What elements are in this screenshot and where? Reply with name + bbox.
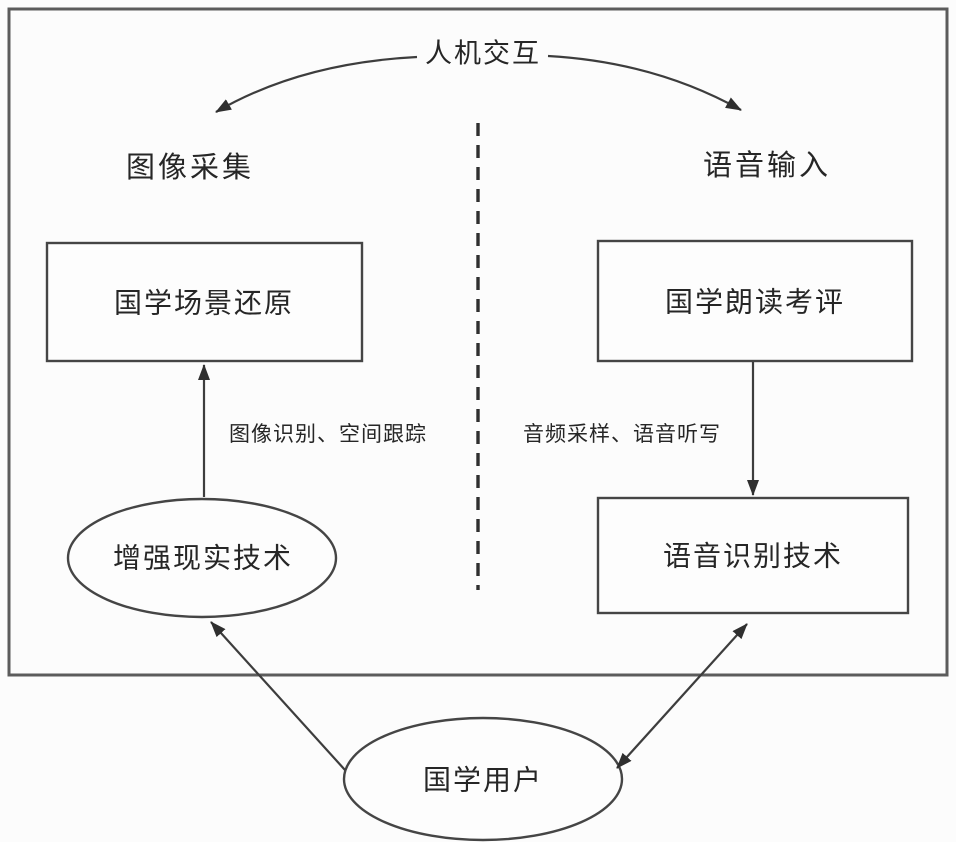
speech-recognition-box <box>596 496 910 615</box>
user-to-ar-arrow <box>210 621 346 771</box>
voice-input-label: 语音输入 <box>703 148 831 182</box>
ar-technology-ellipse <box>66 497 338 619</box>
scene-restore-box <box>45 241 364 363</box>
image-capture-label: 图像采集 <box>126 150 254 184</box>
outer-frame <box>7 7 949 677</box>
left-edge-label: 图像识别、空间跟踪 <box>229 422 427 446</box>
right-edge-label: 音频采样、语音听写 <box>523 422 721 446</box>
scene-restore-box-label: 国学场景还原 <box>114 287 294 320</box>
reading-evaluation-box <box>596 239 914 363</box>
hci-right-arrow <box>547 54 742 111</box>
title-label: 人机交互 <box>425 39 541 70</box>
user-ellipse-label: 国学用户 <box>423 764 543 797</box>
speech-recognition-box-label: 语音识别技术 <box>663 540 843 573</box>
ar-technology-label: 增强现实技术 <box>113 542 293 575</box>
user-speech-bidirectional-arrow <box>616 623 748 769</box>
hci-left-arrow <box>215 55 418 113</box>
user-ellipse <box>342 716 624 842</box>
reading-evaluation-box-label: 国学朗读考评 <box>665 286 845 319</box>
